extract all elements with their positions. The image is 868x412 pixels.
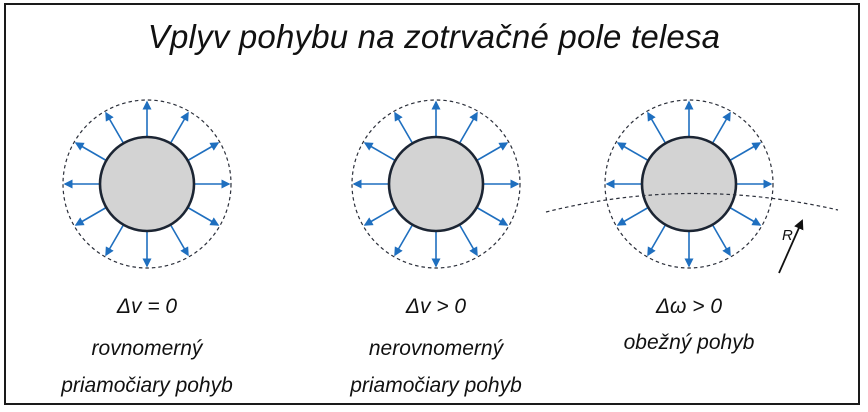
field-arrow <box>188 207 220 226</box>
field-arrow <box>730 142 762 161</box>
field-arrow <box>616 207 648 226</box>
field-arrows-2 <box>352 100 520 268</box>
field-arrow <box>170 225 189 257</box>
field-arrow <box>74 142 106 161</box>
body-3 <box>640 135 738 233</box>
motion-label-3-line1: obežný pohyb <box>623 331 755 354</box>
field-arrow <box>712 111 731 143</box>
field-arrow <box>459 111 478 143</box>
radius-arrow <box>778 219 804 274</box>
field-arrow <box>477 142 509 161</box>
motion-label-1-line2: priamočiary pohyb <box>61 374 233 397</box>
field-arrow <box>616 142 648 161</box>
field-arrow <box>188 142 220 161</box>
body-1 <box>98 135 196 233</box>
field-boundary-3 <box>604 99 774 269</box>
motion-label-2-line1: nerovnomerný <box>368 337 504 360</box>
field-arrow <box>170 111 189 143</box>
field-arrow <box>712 225 731 257</box>
field-arrow <box>394 111 413 143</box>
field-arrow <box>363 142 395 161</box>
panel-orbital: R <box>545 99 839 274</box>
body-2 <box>387 135 485 233</box>
field-arrow <box>730 207 762 226</box>
motion-label-1-line1: rovnomerný <box>91 337 203 360</box>
condition-label-3: Δω > 0 <box>655 295 723 318</box>
field-arrow <box>647 111 666 143</box>
orbit-path <box>545 192 839 213</box>
field-arrow <box>477 207 509 226</box>
panel-uniform-linear <box>62 99 232 269</box>
field-arrows-3 <box>605 100 773 268</box>
field-arrow <box>105 225 124 257</box>
diagram-title: Vplyv pohybu na zotrvačné pole telesa <box>147 18 721 55</box>
field-boundary-2 <box>351 99 521 269</box>
field-arrow <box>394 225 413 257</box>
field-boundary-1 <box>62 99 232 269</box>
panel-nonuniform-linear <box>351 99 521 269</box>
field-arrow <box>74 207 106 226</box>
condition-label-1: Δv = 0 <box>116 295 178 318</box>
radius-label: R <box>782 227 793 244</box>
field-arrow <box>363 207 395 226</box>
field-arrow <box>105 111 124 143</box>
field-arrow <box>459 225 478 257</box>
field-arrow <box>647 225 666 257</box>
field-arrows-1 <box>63 100 231 268</box>
motion-label-2-line2: priamočiary pohyb <box>350 374 522 397</box>
condition-label-2: Δv > 0 <box>405 295 467 318</box>
